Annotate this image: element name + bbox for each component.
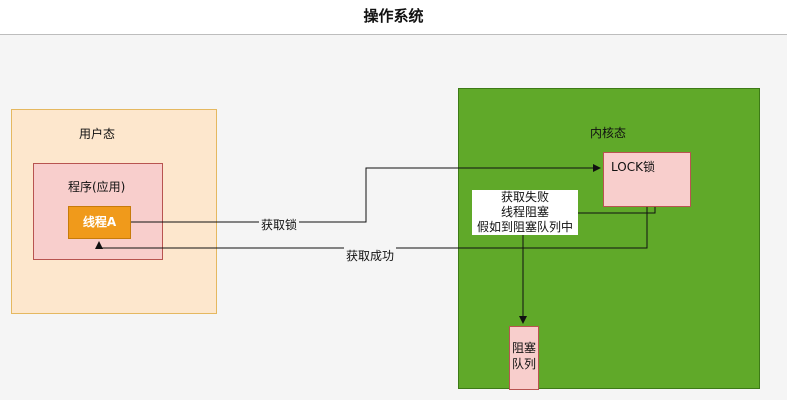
acquire-fail-edge <box>519 207 656 324</box>
diagram-title: 操作系统 <box>363 7 424 25</box>
thread-a-label: 线程A <box>82 215 117 229</box>
user-space-label: 用户态 <box>79 127 116 141</box>
acquire-fail-line3: 假如到阻塞队列中 <box>476 220 573 234</box>
program-label: 程序(应用) <box>68 180 126 194</box>
blocked-queue-label-line2: 队列 <box>511 357 536 371</box>
kernel-space-label: 内核态 <box>590 126 627 140</box>
acquire-fail-line1: 获取失败 <box>500 190 549 204</box>
blocked-queue-label: 阻塞 队列 <box>509 340 539 372</box>
acquire-lock-label: 获取锁 <box>259 216 300 233</box>
acquire-success-label: 获取成功 <box>344 247 397 264</box>
lock-label: LOCK锁 <box>611 160 655 174</box>
title-bar: 操作系统 <box>0 0 787 35</box>
thread-a-node <box>68 206 131 239</box>
blocked-queue-label-line1: 阻塞 <box>511 341 536 355</box>
acquire-lock-edge <box>131 164 601 223</box>
acquire-fail-line2: 线程阻塞 <box>500 205 549 219</box>
lock-node <box>603 152 691 207</box>
acquire-fail-label: 获取失败 线程阻塞 假如到阻塞队列中 <box>472 190 578 235</box>
blocked-queue-node <box>509 326 539 390</box>
kernel-space-box <box>458 88 760 389</box>
